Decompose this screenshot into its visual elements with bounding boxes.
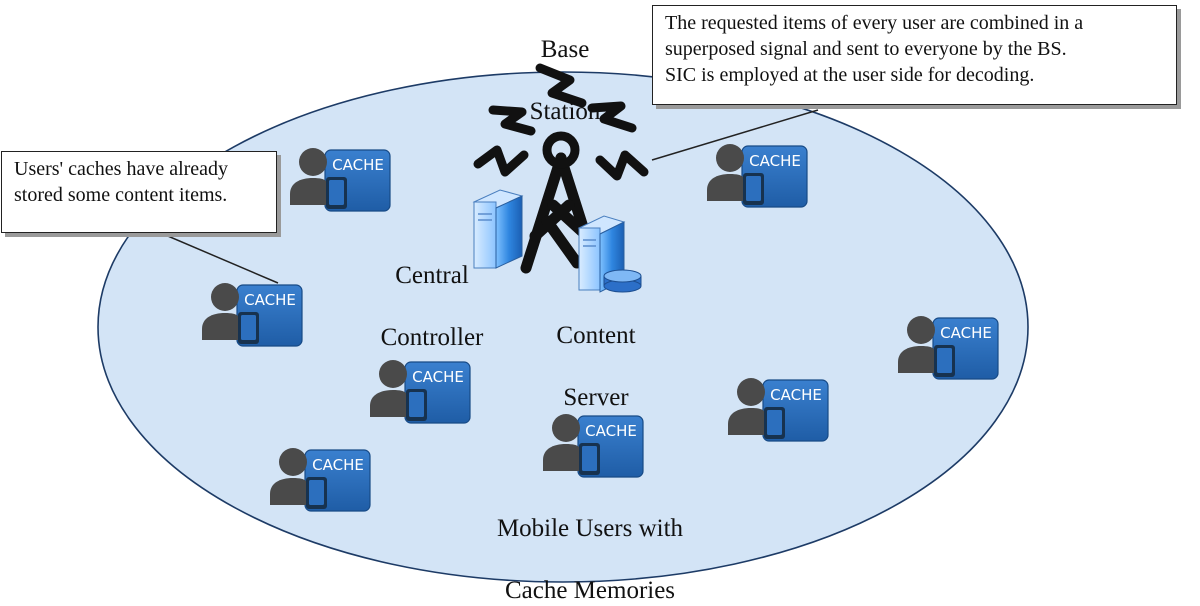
cache-label: CACHE [749, 152, 801, 170]
bs-signal-callout: The requested items of every user are co… [652, 5, 1177, 105]
cache-label: CACHE [244, 291, 296, 309]
user-with-cache-2: CACHE [201, 282, 303, 347]
user-with-cache-6: CACHE [706, 143, 808, 208]
bs-callout-line1: The requested items of every user are co… [665, 12, 1084, 34]
mobile-users-label-line2: Cache Memories [504, 577, 676, 604]
cache-label: CACHE [770, 386, 822, 404]
base-station-label: Base Station [515, 3, 615, 127]
content-server-label-line1: Content [556, 322, 636, 349]
user-with-cache-1: CACHE [289, 147, 391, 212]
central-controller-label-line1: Central [395, 262, 469, 289]
base-station-tower-icon [473, 63, 649, 274]
central-controller-label: Central Controller [362, 229, 502, 353]
bs-callout-line2: superposed signal and sent to everyone b… [665, 38, 1067, 60]
content-server-label-line2: Server [563, 384, 629, 411]
database-icon [603, 269, 642, 293]
user-with-cache-4: CACHE [269, 447, 371, 512]
mobile-users-label: Mobile Users with Cache Memories [465, 482, 715, 606]
cache-label: CACHE [585, 422, 637, 440]
user-with-cache-7: CACHE [727, 377, 829, 442]
user-with-cache-3: CACHE [369, 359, 471, 424]
cache-label: CACHE [412, 368, 464, 386]
user-callout-line2: stored some content items. [14, 184, 228, 206]
signal-waves-icon [473, 63, 649, 181]
base-station-label-line2: Station [529, 98, 601, 125]
bs-callout-pointer [651, 109, 819, 161]
user-callout-line1: Users' caches have already [14, 158, 229, 180]
bs-callout-line3: SIC is employed at the user side for dec… [665, 64, 1035, 86]
cache-label: CACHE [332, 156, 384, 174]
cache-label: CACHE [940, 324, 992, 342]
network-diagram: CACHE CACHE CACHE CACHE CACHE CACHE CACHE CACHE [97, 63, 1029, 583]
central-controller-server-icon [472, 189, 524, 269]
user-cache-callout: Users' caches have already stored some c… [1, 151, 277, 233]
central-controller-label-line2: Controller [380, 324, 484, 351]
base-station-label-line1: Base [540, 36, 590, 63]
user-with-cache-8: CACHE [897, 315, 999, 380]
content-server-label: Content Server [536, 289, 656, 413]
mobile-users-label-line1: Mobile Users with [496, 515, 684, 542]
content-server-icon [577, 215, 642, 293]
cache-label: CACHE [312, 456, 364, 474]
user-with-cache-5: CACHE [542, 413, 644, 478]
